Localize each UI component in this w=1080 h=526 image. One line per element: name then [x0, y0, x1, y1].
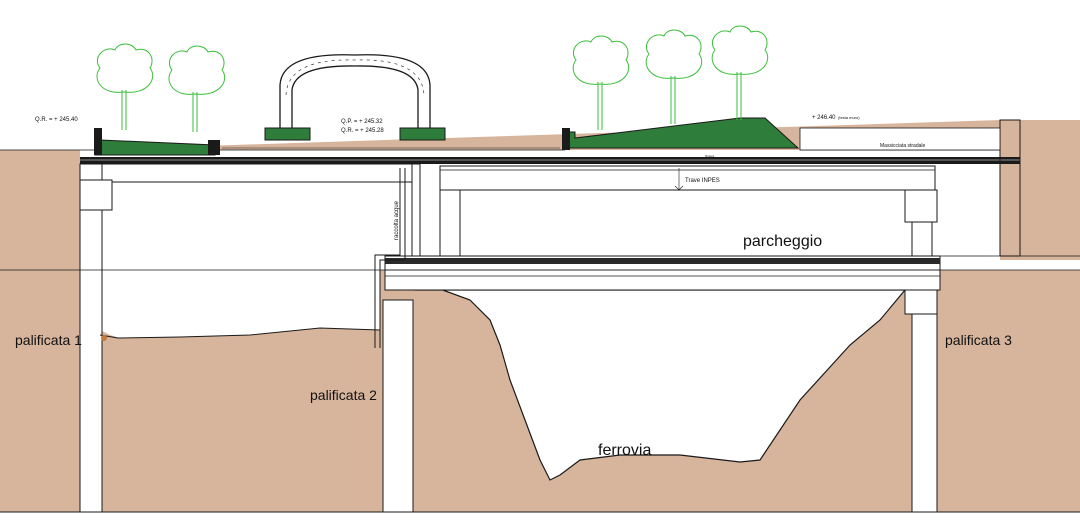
label-palificata-3: palificata 3: [945, 332, 1012, 348]
tree-1: [96, 43, 154, 130]
soil-left-upper: [0, 150, 80, 270]
railway-cut: [414, 288, 907, 481]
label-qr-left: Q.R. = + 245.40: [35, 117, 78, 123]
label-trave: Trave INPES: [685, 178, 720, 184]
column-parking-right-cap: [904, 189, 938, 223]
column-right-cap: [904, 287, 938, 315]
planter-left: [94, 129, 216, 156]
planter-center-right: [399, 127, 446, 141]
column-left-cap: [79, 179, 113, 211]
right-curb: [799, 127, 1001, 151]
label-qr-center: Q.R. = + 245.28: [341, 128, 384, 134]
left-deck-beam: [99, 163, 421, 183]
deck-top-slab-inner: [80, 159, 1020, 161]
marker-dot: [101, 335, 107, 341]
column-center: [382, 299, 414, 513]
tree-3: [572, 35, 630, 130]
tree-2: [168, 45, 226, 132]
tree-4: [645, 29, 703, 124]
void-parking: [415, 180, 1000, 270]
parking-slab-dark: [385, 258, 940, 264]
trave-arrow: [674, 168, 684, 191]
void-parking-right: [930, 180, 1000, 256]
soil-right-upper: [1020, 120, 1080, 260]
label-palificata-1: palificata 1: [15, 332, 82, 348]
arch-dashes: [285, 59, 425, 96]
void-left-below-line: [100, 270, 380, 338]
planter-right: [567, 117, 800, 149]
label-palificata-2: palificata 2: [310, 387, 377, 403]
label-small-note: finitura: [705, 154, 714, 158]
label-massicciata: Massicciata stradale: [880, 143, 926, 149]
column-right: [911, 299, 938, 513]
planter-left-wall-r: [208, 140, 220, 155]
label-ferrovia: ferrovia: [598, 442, 651, 459]
planter-left-wall-l: [94, 128, 102, 155]
arch-structure: [279, 54, 431, 128]
tree-5: [711, 25, 769, 120]
label-qp-center: Q.P. = + 245.32: [341, 119, 383, 125]
label-raccolta: raccolta acque: [394, 200, 400, 240]
label-q-right-note: (testa muro): [838, 115, 860, 120]
planter-right-wall: [562, 128, 570, 150]
soil-line-left: [99, 327, 381, 339]
column-center-upper: [411, 163, 421, 271]
column-left: [79, 163, 103, 513]
planter-center-left: [264, 127, 311, 141]
drain-pipe: [374, 168, 406, 348]
label-q-right: + 246.40: [812, 115, 836, 121]
label-parcheggio: parcheggio: [743, 233, 822, 250]
soil-right-cap: [1000, 120, 1020, 260]
